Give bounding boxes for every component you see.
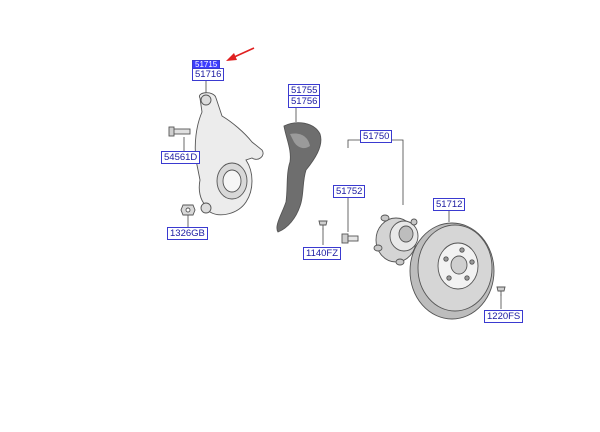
cover-screw-part (318, 220, 328, 230)
brake-disc-part (409, 222, 495, 320)
nut-part (180, 204, 196, 216)
label-knuckle[interactable]: 51716 (192, 68, 225, 81)
arrow-pointer-icon (226, 47, 255, 61)
label-bolt[interactable]: 54561D (161, 151, 201, 164)
label-hub-bolt[interactable]: 51752 (333, 185, 366, 198)
label-disc[interactable]: 51712 (433, 198, 466, 211)
dust-cover-part (276, 122, 322, 233)
label-cover-screw[interactable]: 1140FZ (303, 247, 342, 260)
label-disc-screw[interactable]: 1220FS (484, 310, 524, 323)
label-cover-b[interactable]: 51756 (288, 95, 321, 108)
label-nut[interactable]: 1326GB (167, 227, 208, 240)
hub-bolt-part (341, 233, 359, 244)
knuckle-part (194, 92, 264, 216)
label-hub-assy[interactable]: 51750 (360, 130, 393, 143)
disc-screw-part (496, 286, 506, 296)
bolt-part (168, 126, 191, 137)
hub-assy-part (373, 214, 419, 266)
